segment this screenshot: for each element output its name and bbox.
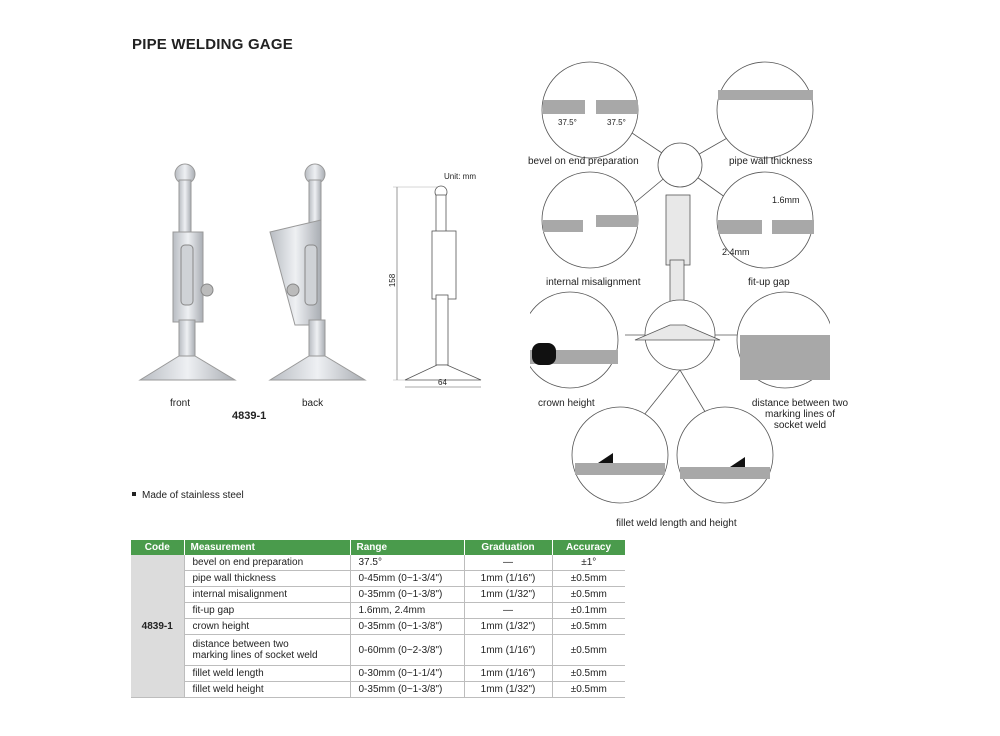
range-cell: 1.6mm, 2.4mm	[349, 602, 464, 619]
bevel-angle-left: 37.5°	[558, 118, 577, 127]
range-cell: 37.5°	[349, 555, 464, 571]
header-measurement: Measurement	[184, 540, 351, 555]
measurement-line-1: distance between two	[192, 639, 289, 650]
unit-label: Unit: mm	[444, 172, 476, 181]
gauge-photo-back	[268, 163, 367, 381]
accuracy-cell: ±0.5mm	[551, 634, 625, 666]
table-row: fit-up gap 1.6mm, 2.4mm — ±0.1mm	[131, 602, 625, 619]
distance-label-3: socket weld	[773, 420, 827, 431]
header-accuracy: Accuracy	[552, 540, 626, 555]
table-header-row: Code Measurement Range Graduation Accura…	[131, 540, 626, 555]
page-title: PIPE WELDING GAGE	[132, 36, 293, 53]
height-dimension: 158	[388, 273, 398, 288]
measurement-cell: pipe wall thickness	[183, 570, 350, 587]
table-row: internal misalignment 0-35mm (0~1-3/8") …	[131, 586, 625, 603]
table-row: crown height 0-35mm (0~1-3/8") 1mm (1/32…	[131, 618, 625, 635]
width-dimension: 64	[438, 378, 447, 387]
graduation-cell: 1mm (1/32")	[463, 681, 552, 698]
measurement-cell: bevel on end preparation	[183, 555, 350, 571]
graduation-cell: 1mm (1/32")	[463, 618, 552, 635]
feature-item: Made of stainless steel	[132, 490, 244, 501]
bevel-angle-right: 37.5°	[607, 118, 626, 127]
table-row: pipe wall thickness 0-45mm (0~1-3/4") 1m…	[131, 570, 625, 587]
graduation-cell: 1mm (1/16")	[463, 634, 552, 666]
measurement-cell: fit-up gap	[183, 602, 350, 619]
graduation-cell: 1mm (1/32")	[463, 586, 552, 603]
fillet-label: fillet weld length and height	[616, 518, 737, 529]
header-range: Range	[350, 540, 465, 555]
back-label: back	[302, 398, 324, 409]
code-cell: 4839-1	[131, 555, 184, 698]
accuracy-cell: ±1°	[551, 555, 625, 571]
bullet-icon	[132, 492, 136, 497]
accuracy-cell: ±0.5mm	[551, 665, 625, 682]
range-cell: 0-45mm (0~1-3/4")	[349, 570, 464, 587]
fitup-a-label: 1.6mm	[772, 195, 800, 205]
fitup-b-label: 2.4mm	[722, 247, 750, 257]
pipe-wall-label: pipe wall thickness	[729, 156, 813, 167]
graduation-cell: —	[463, 602, 552, 619]
range-cell: 0-35mm (0~1-3/8")	[349, 681, 464, 698]
distance-label-2: marking lines of	[764, 409, 836, 420]
measurement-cell: internal misalignment	[183, 586, 350, 603]
graduation-cell: —	[463, 555, 552, 571]
measurement-cell: crown height	[183, 618, 350, 635]
table-row: 4839-1 bevel on end preparation 37.5° — …	[131, 555, 625, 698]
spec-table: Code Measurement Range Graduation Accura…	[131, 540, 626, 698]
internal-label: internal misalignment	[546, 277, 641, 288]
range-cell: 0-35mm (0~1-3/8")	[349, 618, 464, 635]
range-cell: 0-35mm (0~1-3/8")	[349, 586, 464, 603]
table-row: fillet weld length 0-30mm (0~1-1/4") 1mm…	[131, 665, 625, 682]
gauge-photo-front	[138, 163, 237, 381]
graduation-cell: 1mm (1/16")	[463, 570, 552, 587]
measurement-cell: fillet weld height	[183, 681, 350, 698]
header-code: Code	[131, 540, 185, 555]
range-cell: 0-60mm (0~2-3/8")	[349, 634, 464, 666]
accuracy-cell: ±0.1mm	[551, 602, 625, 619]
usage-diagram	[530, 61, 830, 504]
measurement-line-2: marking lines of socket weld	[192, 650, 318, 661]
range-cell: 0-30mm (0~1-1/4")	[349, 665, 464, 682]
bevel-label: bevel on end preparation	[528, 156, 639, 167]
header-graduation: Graduation	[464, 540, 553, 555]
graduation-cell: 1mm (1/16")	[463, 665, 552, 682]
accuracy-cell: ±0.5mm	[551, 586, 625, 603]
accuracy-cell: ±0.5mm	[551, 618, 625, 635]
feature-text: Made of stainless steel	[142, 490, 244, 501]
dimension-drawing	[393, 185, 482, 388]
distance-label-1: distance between two	[751, 398, 849, 409]
accuracy-cell: ±0.5mm	[551, 570, 625, 587]
crown-label: crown height	[538, 398, 595, 409]
front-label: front	[170, 398, 191, 409]
model-code: 4839-1	[232, 410, 267, 422]
measurement-cell: fillet weld length	[183, 665, 350, 682]
table-row: fillet weld height 0-35mm (0~1-3/8") 1mm…	[131, 681, 625, 698]
fitup-label: fit-up gap	[748, 277, 790, 288]
accuracy-cell: ±0.5mm	[551, 681, 625, 698]
